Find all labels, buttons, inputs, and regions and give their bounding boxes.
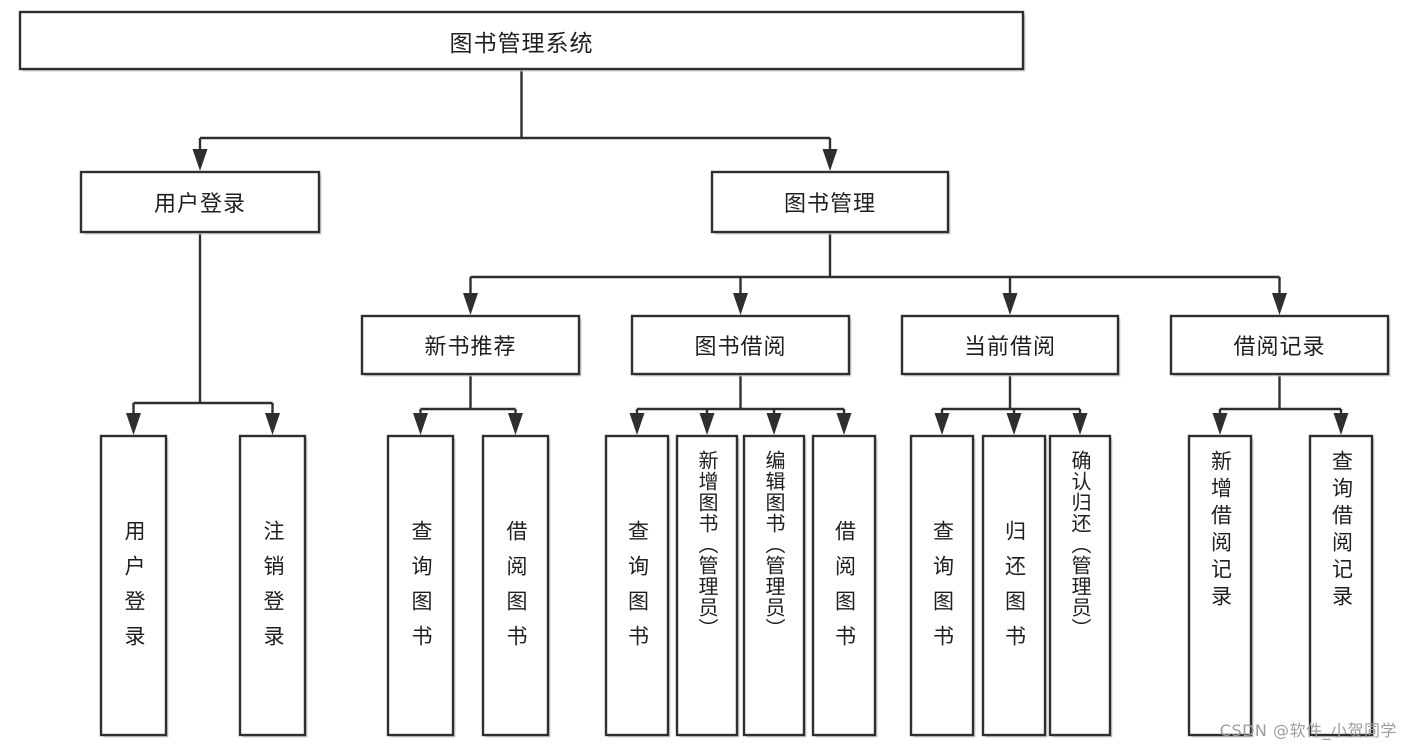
connector-arrowhead: [934, 413, 950, 435]
nodes-layer: [18, 10, 1391, 738]
node-box-leaf-confirm-return[interactable]: [1048, 434, 1112, 737]
connector-arrowhead: [463, 293, 478, 315]
node-box-user-login[interactable]: [79, 170, 321, 234]
node-box-current-borrow[interactable]: [900, 314, 1120, 376]
node-box-leaf-user-login[interactable]: [99, 434, 168, 737]
csdn-watermark: CSDN @软件_小贺同学: [1219, 721, 1397, 740]
connectors-layer: [126, 69, 1349, 435]
node-box-leaf-add-record[interactable]: [1187, 434, 1253, 737]
node-box-leaf-query-book-cur[interactable]: [909, 434, 975, 737]
node-box-book-borrow[interactable]: [630, 314, 851, 376]
node-box-root[interactable]: [18, 10, 1025, 71]
node-box-book-manage[interactable]: [710, 170, 950, 234]
node-box-leaf-borrow-book-rec[interactable]: [481, 434, 550, 737]
node-box-leaf-return-book[interactable]: [981, 434, 1047, 737]
node-box-new-book-rec[interactable]: [360, 314, 581, 376]
connector-arrowhead: [822, 149, 838, 171]
connector-arrowhead: [265, 413, 280, 435]
connector-arrowhead: [1272, 293, 1287, 315]
connector-arrowhead: [1212, 413, 1228, 435]
connector-arrowhead: [629, 413, 645, 435]
node-box-leaf-add-book[interactable]: [675, 434, 739, 737]
node-box-leaf-edit-book[interactable]: [742, 434, 806, 737]
node-box-leaf-query-book-rec[interactable]: [386, 434, 455, 737]
connector-arrowhead: [192, 149, 208, 171]
connector-arrowhead: [126, 413, 141, 435]
connector-arrowhead: [699, 413, 715, 435]
connector-arrowhead: [836, 413, 852, 435]
connector-arrowhead: [1002, 293, 1018, 315]
node-box-leaf-logout[interactable]: [238, 434, 307, 737]
node-box-leaf-query-record[interactable]: [1308, 434, 1374, 737]
connector-arrowhead: [1006, 413, 1022, 435]
connector-arrowhead: [733, 293, 748, 315]
connector-arrowhead: [508, 413, 523, 435]
connector-arrowhead: [1072, 413, 1088, 435]
node-box-leaf-query-book-borrow[interactable]: [604, 434, 670, 737]
connector-arrowhead: [413, 413, 428, 435]
connector-arrowhead: [766, 413, 782, 435]
connector-arrowhead: [1333, 413, 1349, 435]
node-box-leaf-borrow-book[interactable]: [811, 434, 877, 737]
node-box-borrow-record[interactable]: [1169, 314, 1390, 376]
